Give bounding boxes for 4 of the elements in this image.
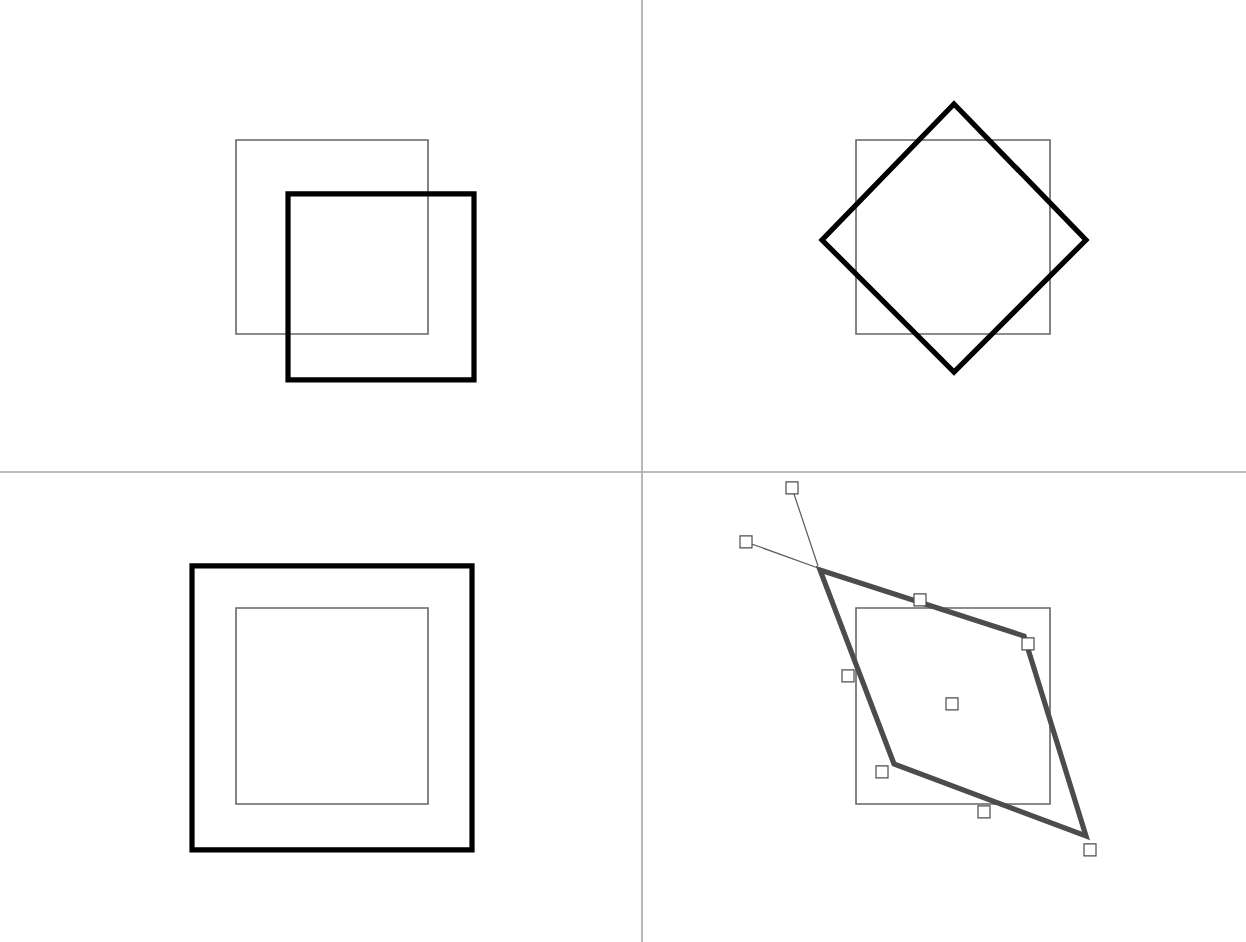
square [235, 607, 429, 805]
square [285, 191, 477, 383]
square [189, 563, 475, 853]
square [235, 139, 429, 335]
